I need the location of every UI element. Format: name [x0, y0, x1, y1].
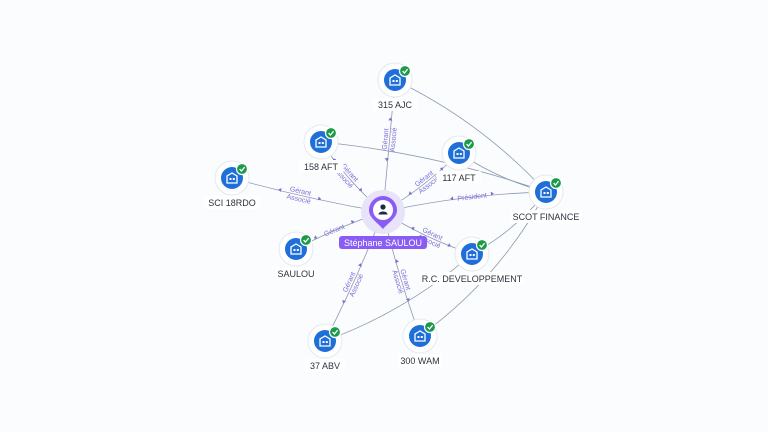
verified-check-icon [475, 238, 489, 252]
company-building-icon [226, 172, 238, 184]
company-name: SAULOU [277, 269, 314, 279]
edge-arrow-icon [357, 263, 362, 267]
company-node-sci18rdo[interactable]: SCI 18RDO [204, 160, 260, 209]
edge-arrow-icon [490, 191, 494, 196]
person-avatar-disc [373, 200, 393, 220]
company-building-icon [389, 74, 401, 86]
edge-158aft-scotfinance [320, 141, 547, 193]
edge-arrow-icon [313, 235, 318, 239]
person-name: Stéphane SAULOU [344, 238, 422, 248]
company-node-rcdev[interactable]: R.C. DEVELOPPEMENT [420, 236, 524, 285]
edge-arrow-icon [317, 196, 322, 201]
edge-arrow-icon [358, 187, 363, 192]
edge-role-label-person-scotfinance: Président [450, 191, 494, 203]
edge-arrow-icon [447, 243, 452, 247]
company-building-icon [290, 243, 302, 255]
edge-arrow-icon [395, 259, 399, 263]
company-name: 37 ABV [310, 361, 340, 371]
verified-check-icon [398, 64, 412, 78]
company-node-315ajc[interactable]: 315 AJC [372, 62, 418, 111]
person-icon [378, 204, 388, 215]
company-label: SCOT FINANCE [510, 210, 582, 223]
company-label: 117 AFT [436, 171, 482, 184]
company-node-scotfinance[interactable]: SCOT FINANCE [510, 174, 582, 223]
edge-arrow-icon [439, 167, 444, 172]
company-label: 300 WAM [397, 354, 443, 367]
company-label: SCI 18RDO [204, 196, 260, 209]
company-building-icon [466, 248, 478, 260]
verified-check-icon [328, 325, 342, 339]
verified-check-icon [423, 320, 437, 334]
edge-37abv-rcdev [324, 253, 473, 342]
edge-arrow-icon [384, 158, 389, 162]
company-building-icon [453, 147, 465, 159]
edge-role-text: Associé [389, 127, 398, 152]
company-node-saulou[interactable]: SAULOU [276, 231, 316, 280]
company-name: SCI 18RDO [208, 198, 256, 208]
company-label: 158 AFT [298, 160, 344, 173]
edge-role-text: Gérant [382, 128, 391, 150]
company-label: R.C. DEVELOPPEMENT [420, 272, 524, 285]
company-label: SAULOU [276, 267, 316, 280]
company-building-icon [414, 330, 426, 342]
edge-arrow-icon [405, 298, 410, 302]
person-label: Stéphane SAULOU [339, 236, 427, 249]
nodes-layer: 315 AJC 158 AFT 117 AFT SCI 18RDO SCOT FINAN… [204, 62, 582, 372]
company-label: 315 AJC [372, 98, 418, 111]
company-node-158aft[interactable]: 158 AFT [298, 124, 344, 173]
verified-check-icon [549, 176, 563, 190]
edge-arrow-icon [342, 299, 347, 304]
verified-check-icon [324, 126, 338, 140]
verified-check-icon [299, 233, 313, 247]
edge-315ajc-scotfinance [394, 79, 547, 193]
edge-arrow-icon [450, 196, 454, 201]
company-name: 315 AJC [378, 100, 413, 110]
company-node-300wam[interactable]: 300 WAM [397, 318, 443, 367]
company-building-icon [540, 186, 552, 198]
company-name: 117 AFT [442, 173, 476, 183]
company-name: 300 WAM [400, 356, 439, 366]
edge-arrow-icon [411, 226, 415, 231]
company-name: R.C. DEVELOPPEMENT [422, 274, 523, 284]
edge-arrow-icon [350, 220, 355, 225]
company-label: 37 ABV [305, 359, 345, 372]
company-node-37abv[interactable]: 37 ABV [305, 323, 345, 372]
company-name: SCOT FINANCE [513, 212, 580, 222]
edge-arrow-icon [388, 117, 393, 121]
company-building-icon [315, 136, 327, 148]
edge-arrow-icon [408, 191, 413, 195]
edge-arrow-icon [278, 188, 282, 193]
company-building-icon [319, 335, 331, 347]
company-node-117aft[interactable]: 117 AFT [436, 135, 482, 184]
verified-check-icon [462, 137, 476, 151]
company-name: 158 AFT [304, 162, 339, 172]
person-node[interactable]: Stéphane SAULOU [339, 190, 427, 249]
edge-role-text: Gérant [289, 186, 311, 198]
verified-check-icon [235, 162, 249, 176]
edge-role-text: Président [457, 192, 487, 203]
